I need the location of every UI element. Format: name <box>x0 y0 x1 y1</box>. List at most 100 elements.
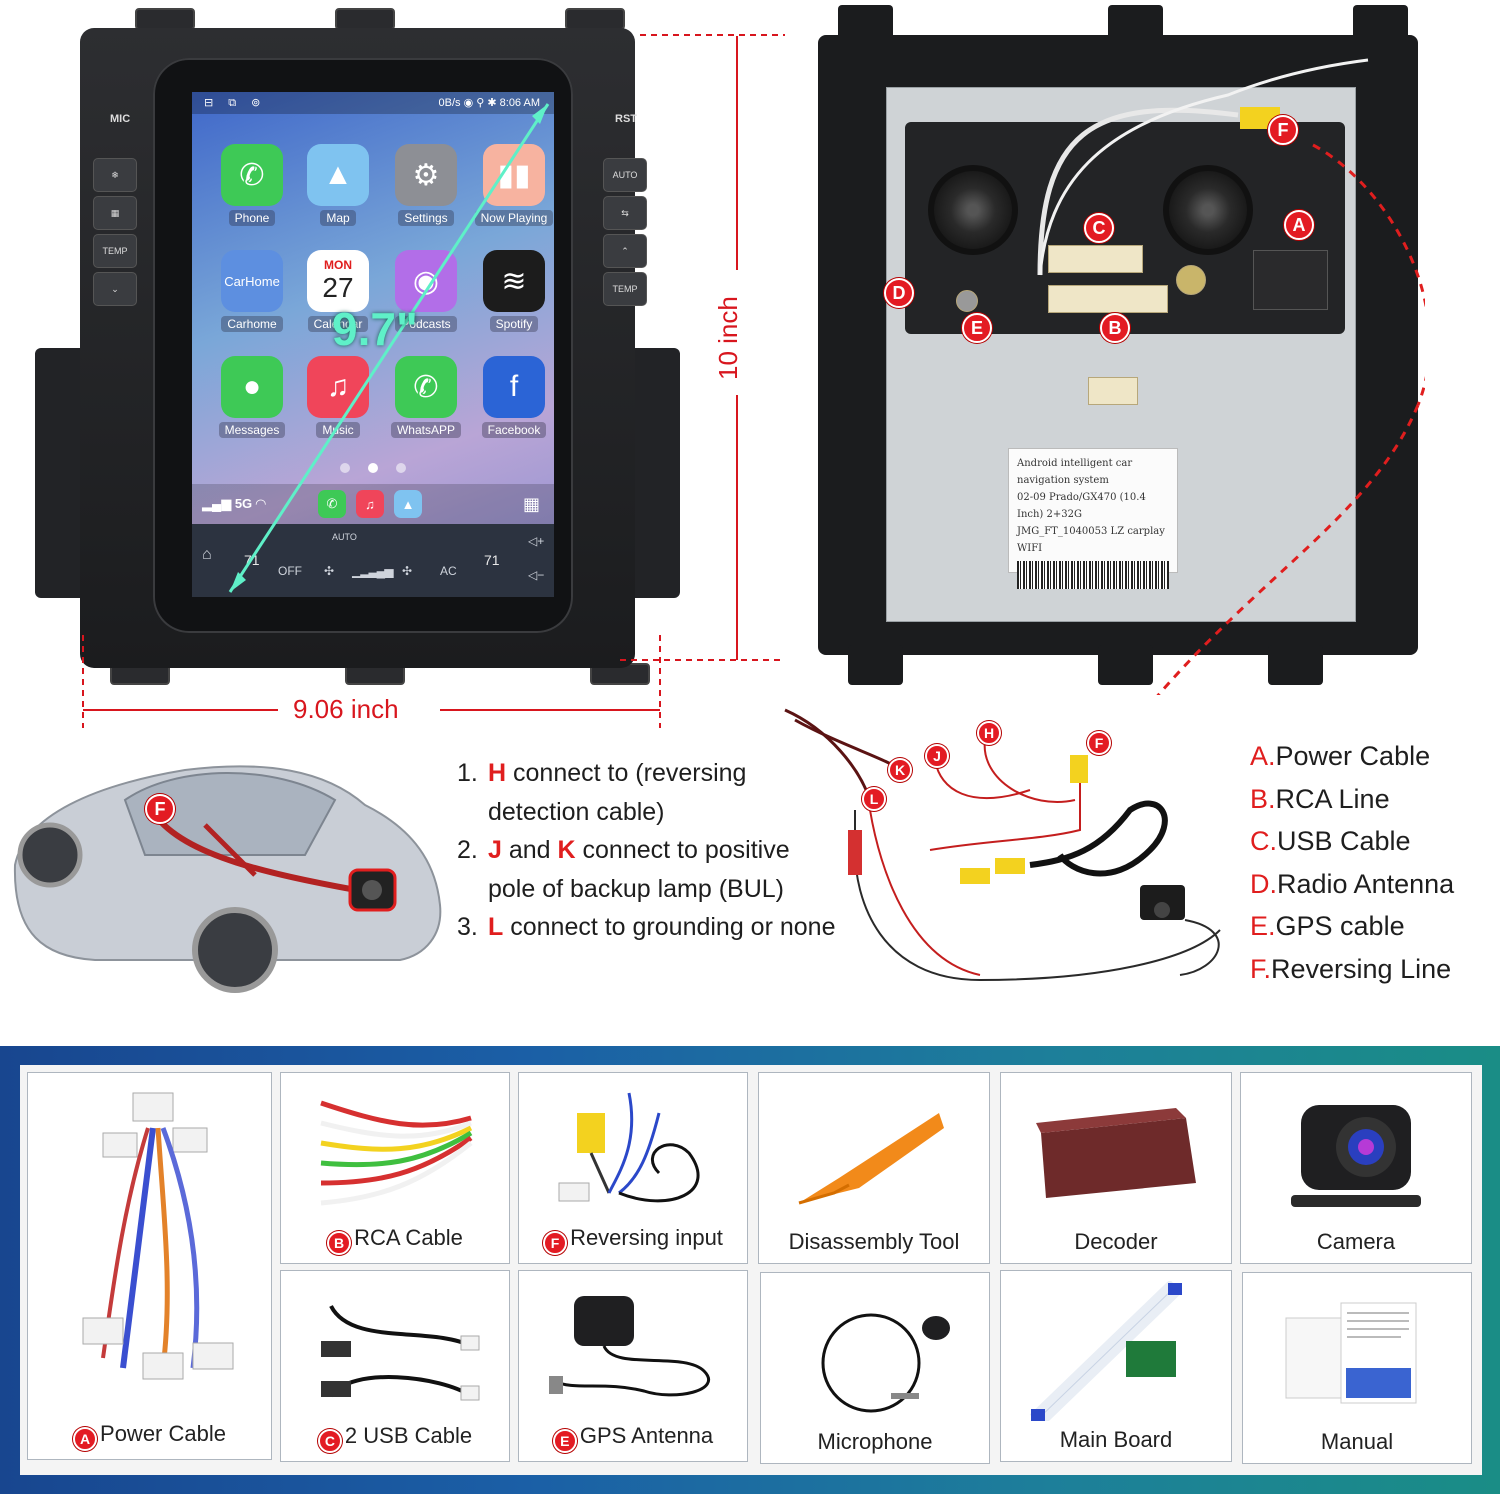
messages-icon: ● <box>221 356 283 418</box>
buzzer-component <box>1176 265 1206 295</box>
app-now-playing[interactable]: ▮▮Now Playing <box>474 144 554 236</box>
mic-label: MIC <box>110 113 131 125</box>
chevron-up-icon: ⌃ <box>621 245 629 256</box>
wiring-instructions: 1.H connect to (reversing detection cabl… <box>457 754 837 947</box>
marker-f: F <box>1268 115 1298 145</box>
accessory-label: RCA Cable <box>354 1225 463 1250</box>
accessory-caption: Manual <box>1243 1429 1471 1455</box>
main-board-image <box>1029 1281 1183 1421</box>
app-label: WhatsAPP <box>390 422 462 438</box>
gps-port <box>956 290 978 312</box>
app-label: Now Playing <box>474 210 554 226</box>
usb-connector <box>1048 245 1143 273</box>
legend-item: F.Reversing Line <box>1250 948 1454 991</box>
instruction-item: 2.J and K connect to positive pole of ba… <box>457 831 837 908</box>
auto-button[interactable]: AUTO <box>603 158 647 192</box>
wire-marker-k: K <box>888 758 912 782</box>
defrost-front-button[interactable]: ❄ <box>93 158 137 192</box>
accessory-card-decoder: Decoder <box>1000 1072 1232 1264</box>
touch-screen[interactable]: ⊟ ⧉ ⊚ 0B/s ◉ ⚲ ✱ 8:06 AM ✆Phone▲Map⚙Sett… <box>192 92 554 597</box>
accessory-badge: F <box>543 1231 568 1255</box>
car-recirculate-icon: ⇆ <box>621 207 629 218</box>
defrost-rear-button[interactable]: ▦ <box>93 196 137 230</box>
accessory-badge: B <box>327 1231 352 1255</box>
volume-up-icon[interactable]: ◁+ <box>528 534 545 548</box>
instruction-item: 3.L connect to grounding or none <box>457 908 837 947</box>
microphone-image <box>821 1313 950 1413</box>
temp-down-right-button[interactable]: TEMP <box>603 272 647 306</box>
accessory-label: Decoder <box>1074 1229 1158 1254</box>
recirculate-button[interactable]: ⇆ <box>603 196 647 230</box>
width-dimension: 9.06 inch <box>293 694 399 724</box>
instruction-number: 3. <box>457 913 478 941</box>
app-label: Spotify <box>489 316 539 332</box>
fan-off-label[interactable]: OFF <box>278 564 302 578</box>
climate-auto-label[interactable]: AUTO <box>332 532 357 542</box>
mount-tab <box>1098 645 1153 685</box>
legend-key: C. <box>1250 826 1277 856</box>
legend-item: D.Radio Antenna <box>1250 863 1454 906</box>
instruction-text: connect to (reversing detection cable) <box>488 759 747 826</box>
app-spotify[interactable]: ≋Spotify <box>474 250 554 342</box>
network-speed: 0B/s <box>438 97 461 109</box>
legend-key: B. <box>1250 783 1276 814</box>
power-cable-image <box>82 1092 234 1380</box>
accessory-badge: E <box>552 1429 577 1453</box>
usb-cable-image <box>321 1305 480 1401</box>
home-icon[interactable]: ⌂ <box>202 546 212 563</box>
app-settings[interactable]: ⚙Settings <box>386 144 466 236</box>
app-music[interactable]: ♫Music <box>298 356 378 448</box>
status-right: 0B/s ◉ ⚲ ✱ 8:06 AM <box>439 96 540 109</box>
accessory-label: Microphone <box>817 1429 933 1454</box>
instruction-number: 1. <box>457 759 478 787</box>
app-phone[interactable]: ✆Phone <box>212 144 292 236</box>
rear-defrost-icon: ▦ <box>110 207 120 218</box>
instruction-text: connect to grounding or none <box>503 913 836 941</box>
wire-marker-l: L <box>862 787 886 811</box>
dock-music-icon[interactable]: ♫ <box>356 490 384 518</box>
map-icon: ▲ <box>307 144 369 206</box>
legend-label: Reversing Line <box>1271 953 1452 984</box>
temp-up-left-button[interactable]: TEMP <box>93 234 137 268</box>
accessory-badge: C <box>317 1429 342 1453</box>
port-legend: A.Power Cable B.RCA Line C.USB Cable D.R… <box>1250 735 1454 990</box>
legend-key: F. <box>1250 953 1272 984</box>
accessory-label: Camera <box>1316 1229 1396 1254</box>
app-map[interactable]: ▲Map <box>298 144 378 236</box>
legend-label: USB Cable <box>1277 826 1411 856</box>
carhome-icon: CarHome <box>221 250 283 312</box>
dimension-lines <box>82 34 785 728</box>
defrost-icon: ❄ <box>111 169 119 180</box>
phone-icon: ✆ <box>221 144 283 206</box>
disassembly-tool-image <box>798 1113 944 1205</box>
fan-speed-bars[interactable]: ▁▂▃▄▅ <box>352 564 393 578</box>
auto-label: AUTO <box>612 170 638 180</box>
marker-e: E <box>962 313 992 343</box>
gps-antenna-image <box>549 1296 710 1397</box>
grid-view-icon[interactable]: ▦ <box>522 494 540 514</box>
app-messages[interactable]: ●Messages <box>212 356 292 448</box>
mount-tab <box>848 645 903 685</box>
rca-connector <box>1048 285 1168 313</box>
dock-map-icon[interactable]: ▲ <box>394 490 422 518</box>
legend-key: A. <box>1250 741 1276 771</box>
temp-down-left-button[interactable]: ⌄ <box>93 272 137 306</box>
status-bar: ⊟ ⧉ ⊚ 0B/s ◉ ⚲ ✱ 8:06 AM <box>192 92 554 114</box>
dock-whatsapp-icon[interactable]: ✆ <box>318 490 346 518</box>
fan-icon-right: ✣ <box>402 564 413 578</box>
ac-button[interactable]: AC <box>440 564 457 578</box>
temp-up-right-button[interactable]: ⌃ <box>603 234 647 268</box>
legend-label: RCA Line <box>1275 783 1390 814</box>
app-whatsapp[interactable]: ✆WhatsAPP <box>386 356 466 448</box>
volume-down-icon[interactable]: ◁− <box>528 568 545 582</box>
